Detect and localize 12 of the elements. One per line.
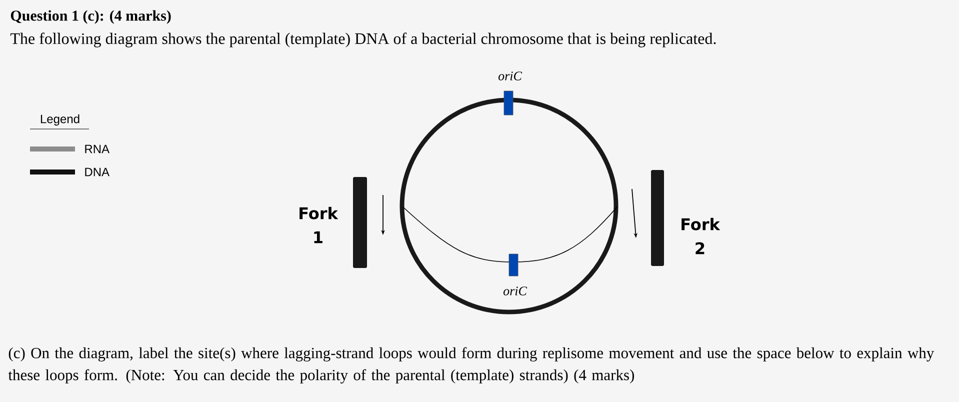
- origin-label: oriC: [503, 286, 528, 296]
- fork-label: Fork 2: [682, 218, 720, 254]
- replisome-bar: [353, 177, 367, 268]
- legend-label: DNA: [85, 168, 110, 176]
- question-title: Question 1 (c): (4 marks): [10, 10, 171, 24]
- legend-heading: Legend: [40, 114, 80, 126]
- question-text: (c) On the diagram, label the site(s) where lagging-strand loops would form during replisome movement and use the space below to explain why these loops form. (Note: You can decide the polarity of the parental (template) strands) (4 marks): [8, 347, 934, 384]
- intro-text: The following diagram shows the parental (template) DNA of a bacterial chromosome that is being replicated.: [10, 32, 716, 48]
- legend-label: RNA: [85, 144, 110, 154]
- origin-label: oriC: [498, 72, 522, 80]
- replisome-bar: [651, 170, 664, 266]
- fork-label: Fork 1: [300, 206, 338, 244]
